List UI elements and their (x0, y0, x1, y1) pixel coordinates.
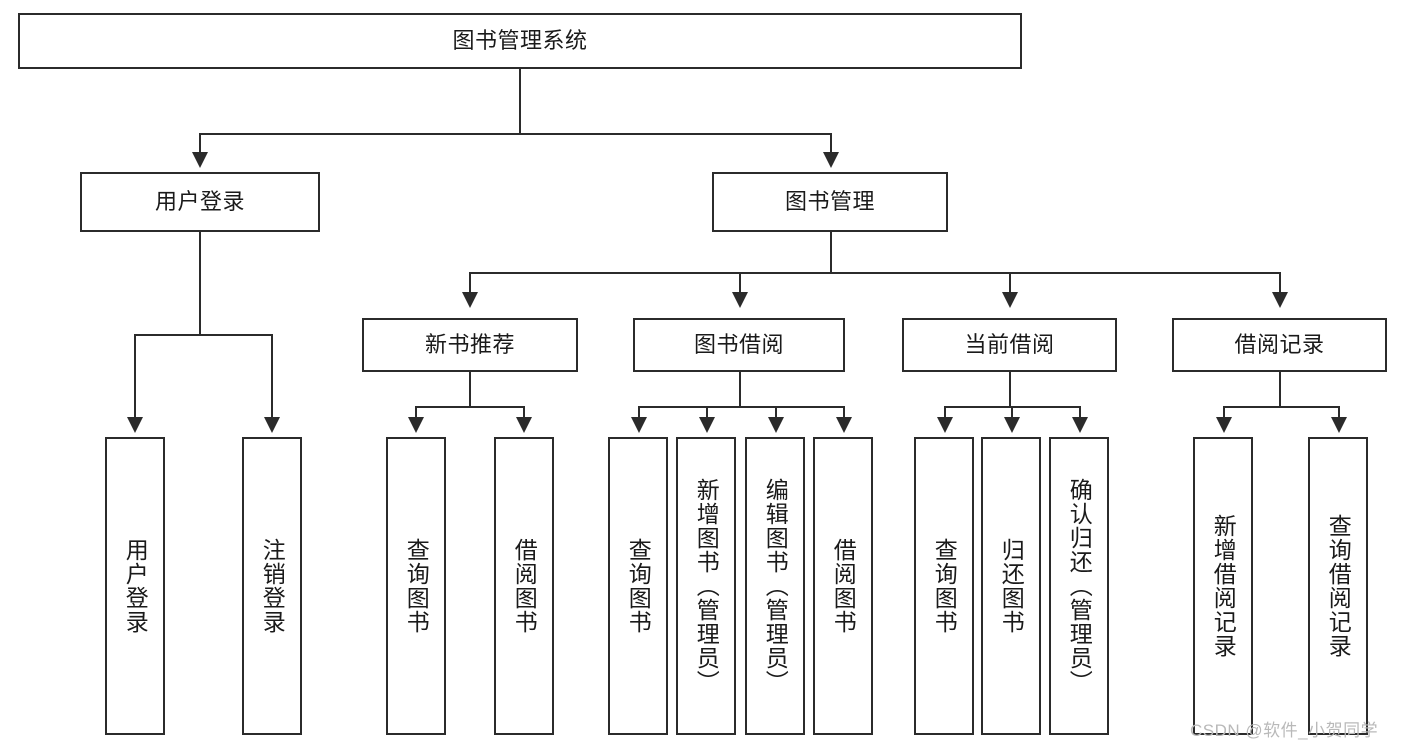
connector-book-borrow-child-2 (706, 406, 708, 419)
connector-root-to-book-management (830, 133, 832, 155)
leaf-user-login-logout[interactable]: 注销登录 (242, 437, 302, 735)
node-root-book-management-system[interactable]: 图书管理系统 (18, 13, 1022, 69)
node-label: 图书借阅 (693, 332, 784, 358)
connector-book-borrow-stem (739, 372, 741, 408)
leaf-label: 编辑图书（管理员） (762, 478, 789, 694)
arrow-book-borrow-child-1 (631, 417, 647, 433)
node-label: 当前借阅 (964, 332, 1055, 358)
connector-book-management-bar (469, 272, 1280, 274)
arrow-bm-to-current-borrow (1002, 292, 1018, 308)
connector-user-login-bar (134, 334, 272, 336)
connector-new-book-child-2 (523, 406, 525, 419)
leaf-borrow-record-query-record[interactable]: 查询借阅记录 (1308, 437, 1368, 735)
connector-book-borrow-child-4 (843, 406, 845, 419)
arrow-borrow-record-child-1 (1216, 417, 1232, 433)
node-label: 图书管理系统 (452, 28, 588, 54)
leaf-label: 注销登录 (259, 538, 286, 634)
connector-user-login-child-2 (271, 334, 273, 419)
arrow-borrow-record-child-2 (1331, 417, 1347, 433)
watermark-text: CSDN @软件_小贺同学 (1190, 721, 1379, 740)
leaf-label: 确认归还（管理员） (1066, 478, 1093, 694)
leaf-label: 借阅图书 (830, 538, 857, 634)
connector-current-borrow-stem (1009, 372, 1011, 408)
arrow-book-borrow-child-3 (768, 417, 784, 433)
leaf-label: 新增借阅记录 (1210, 514, 1237, 658)
connector-bm-to-book-borrow (739, 272, 741, 294)
node-user-login[interactable]: 用户登录 (80, 172, 320, 232)
arrow-new-book-child-2 (516, 417, 532, 433)
connector-bm-to-current-borrow (1009, 272, 1011, 294)
arrow-user-login-child-2 (264, 417, 280, 433)
leaf-current-borrow-query-book[interactable]: 查询图书 (914, 437, 974, 735)
leaf-label: 借阅图书 (511, 538, 538, 634)
connector-root-stem (519, 69, 521, 134)
connector-book-borrow-child-3 (775, 406, 777, 419)
node-label: 图书管理 (784, 189, 875, 215)
leaf-label: 用户登录 (122, 538, 149, 634)
leaf-current-borrow-return-book[interactable]: 归还图书 (981, 437, 1041, 735)
connector-current-borrow-child-2 (1011, 406, 1013, 419)
connector-bm-to-new-book (469, 272, 471, 294)
node-book-management[interactable]: 图书管理 (712, 172, 948, 232)
connector-user-login-stem (199, 232, 201, 335)
leaf-label: 新增图书（管理员） (693, 478, 720, 694)
node-label: 用户登录 (154, 189, 245, 215)
node-label: 借阅记录 (1234, 332, 1325, 358)
arrow-root-to-user-login (192, 152, 208, 168)
arrow-current-borrow-child-3 (1072, 417, 1088, 433)
connector-borrow-record-bar (1223, 406, 1339, 408)
node-borrow-record[interactable]: 借阅记录 (1172, 318, 1387, 372)
leaf-book-borrow-edit-book-admin[interactable]: 编辑图书（管理员） (745, 437, 805, 735)
arrow-user-login-child-1 (127, 417, 143, 433)
leaf-label: 查询图书 (403, 538, 430, 634)
arrow-bm-to-borrow-record (1272, 292, 1288, 308)
node-label: 新书推荐 (424, 332, 515, 358)
arrow-book-borrow-child-4 (836, 417, 852, 433)
arrow-bm-to-new-book (462, 292, 478, 308)
connector-book-management-stem (830, 232, 832, 274)
connector-new-book-stem (469, 372, 471, 408)
connector-borrow-record-stem (1279, 372, 1281, 408)
connector-current-borrow-child-1 (944, 406, 946, 419)
leaf-borrow-record-add-record[interactable]: 新增借阅记录 (1193, 437, 1253, 735)
connector-book-borrow-bar (638, 406, 844, 408)
arrow-current-borrow-child-1 (937, 417, 953, 433)
leaf-label: 查询图书 (931, 538, 958, 634)
connector-new-book-bar (415, 406, 524, 408)
arrow-bm-to-book-borrow (732, 292, 748, 308)
connector-bm-to-borrow-record (1279, 272, 1281, 294)
leaf-current-borrow-confirm-return-admin[interactable]: 确认归还（管理员） (1049, 437, 1109, 735)
connector-borrow-record-child-1 (1223, 406, 1225, 419)
connector-new-book-child-1 (415, 406, 417, 419)
leaf-book-borrow-borrow-book[interactable]: 借阅图书 (813, 437, 873, 735)
arrow-root-to-book-management (823, 152, 839, 168)
arrow-new-book-child-1 (408, 417, 424, 433)
leaf-label: 查询借阅记录 (1325, 514, 1352, 658)
leaf-label: 归还图书 (998, 538, 1025, 634)
connector-book-borrow-child-1 (638, 406, 640, 419)
leaf-new-book-query-book[interactable]: 查询图书 (386, 437, 446, 735)
leaf-new-book-borrow-book[interactable]: 借阅图书 (494, 437, 554, 735)
arrow-book-borrow-child-2 (699, 417, 715, 433)
leaf-label: 查询图书 (625, 538, 652, 634)
connector-root-bar (199, 133, 831, 135)
node-current-borrow[interactable]: 当前借阅 (902, 318, 1117, 372)
connector-root-to-user-login (199, 133, 201, 155)
connector-user-login-child-1 (134, 334, 136, 419)
leaf-book-borrow-add-book-admin[interactable]: 新增图书（管理员） (676, 437, 736, 735)
leaf-book-borrow-query-book[interactable]: 查询图书 (608, 437, 668, 735)
connector-borrow-record-child-2 (1338, 406, 1340, 419)
node-new-book-recommend[interactable]: 新书推荐 (362, 318, 578, 372)
connector-current-borrow-child-3 (1079, 406, 1081, 419)
node-book-borrow[interactable]: 图书借阅 (633, 318, 845, 372)
leaf-user-login-login[interactable]: 用户登录 (105, 437, 165, 735)
arrow-current-borrow-child-2 (1004, 417, 1020, 433)
